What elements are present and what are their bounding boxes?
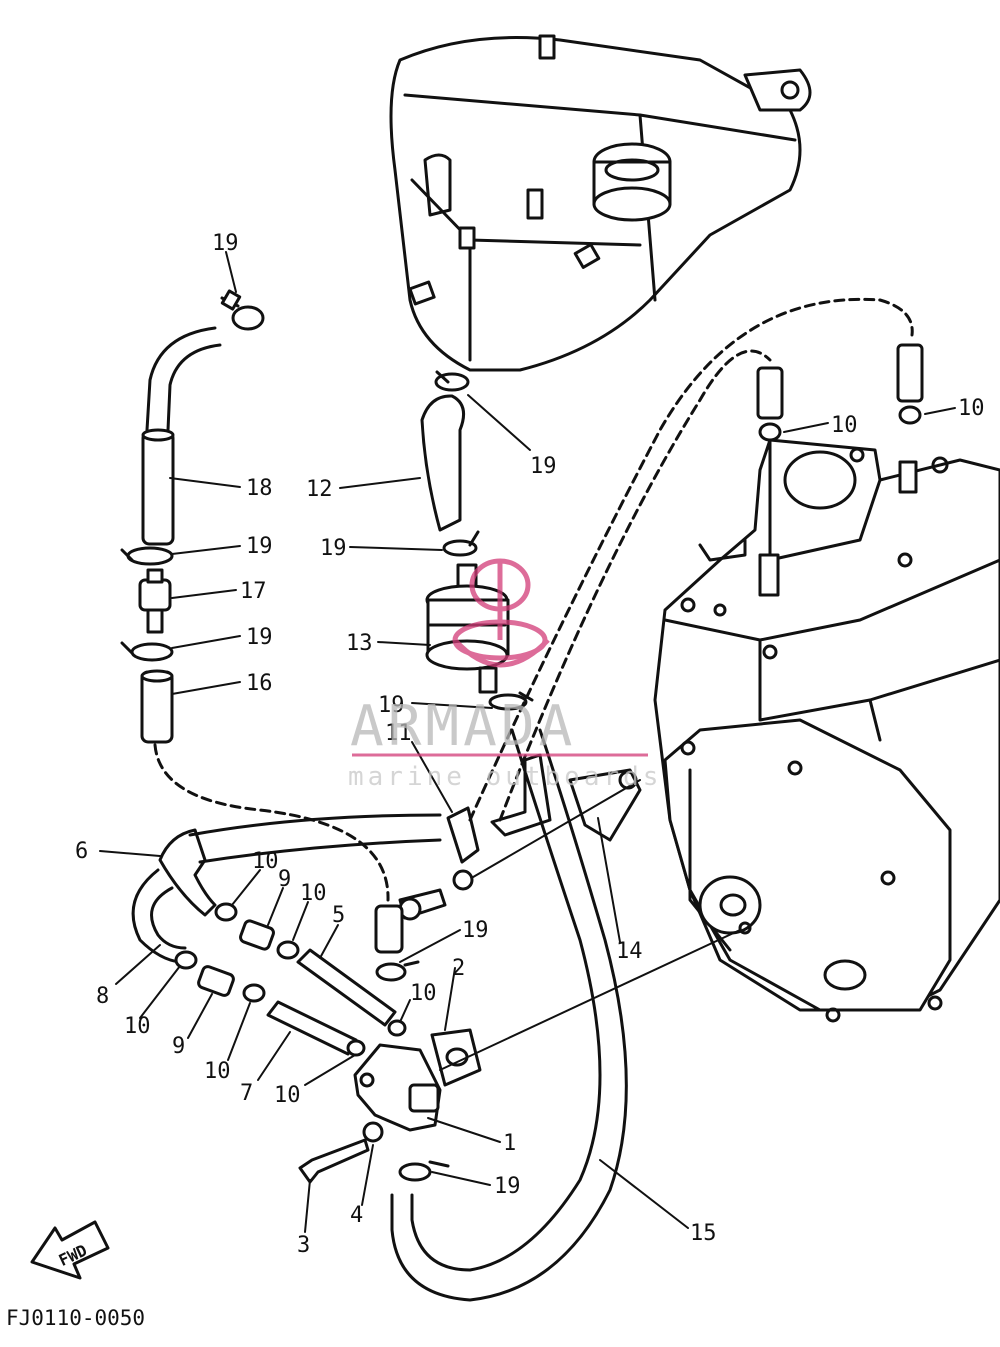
callout-11: 11 xyxy=(385,721,412,746)
fwd-arrow-icon xyxy=(30,1220,110,1280)
hoses-left-group xyxy=(131,813,442,1057)
hose-18 xyxy=(141,326,222,546)
callout-7: 7 xyxy=(240,1081,253,1106)
callout-19: 19 xyxy=(212,231,239,256)
callout-16: 16 xyxy=(246,671,273,696)
callout-19: 19 xyxy=(494,1174,521,1199)
armada-watermark: ARMADA marine outboards xyxy=(348,558,662,792)
callout-10: 10 xyxy=(204,1059,231,1084)
callout-8: 8 xyxy=(96,984,109,1009)
callout-labels: 19 18 19 17 19 16 12 19 19 13 19 11 10 1… xyxy=(75,231,985,1258)
callout-13: 13 xyxy=(346,631,373,656)
callout-19: 19 xyxy=(530,454,557,479)
hose-15 xyxy=(390,297,924,1302)
callout-10: 10 xyxy=(831,413,858,438)
watermark-brand: ARMADA xyxy=(350,694,576,759)
callout-19: 19 xyxy=(462,918,489,943)
callout-19: 19 xyxy=(246,625,273,650)
callout-9: 9 xyxy=(172,1034,185,1059)
leader-lines xyxy=(99,251,956,1233)
callout-5: 5 xyxy=(332,903,345,928)
fuel-cock-1 xyxy=(298,929,741,1184)
callout-2: 2 xyxy=(452,956,465,981)
callout-9: 9 xyxy=(278,867,291,892)
clamp-top-left xyxy=(220,289,265,331)
callout-15: 15 xyxy=(690,1221,717,1246)
fuel-filter-13 xyxy=(425,563,510,694)
callout-18: 18 xyxy=(246,476,273,501)
callout-10: 10 xyxy=(274,1083,301,1108)
callout-12: 12 xyxy=(306,477,333,502)
catalog-code: FJ0110-0050 xyxy=(6,1306,145,1330)
callout-19: 19 xyxy=(378,693,405,718)
callout-4: 4 xyxy=(350,1203,363,1228)
callout-10: 10 xyxy=(410,981,437,1006)
filter-17 xyxy=(120,546,174,662)
callout-19: 19 xyxy=(246,534,273,559)
callout-10: 10 xyxy=(300,881,327,906)
callout-3: 3 xyxy=(297,1233,310,1258)
callout-6: 6 xyxy=(75,839,88,864)
hose-16 xyxy=(140,669,390,902)
hose-12 xyxy=(420,370,480,557)
oil-tank xyxy=(389,34,812,372)
engine-block xyxy=(653,438,1000,1023)
callout-10: 10 xyxy=(958,396,985,421)
callout-14: 14 xyxy=(616,939,643,964)
callout-1: 1 xyxy=(503,1131,516,1156)
watermark-tagline: marine outboards xyxy=(348,762,662,792)
callout-10: 10 xyxy=(124,1014,151,1039)
callout-19: 19 xyxy=(320,536,347,561)
anchor-logo-icon xyxy=(452,558,550,668)
callout-10: 10 xyxy=(252,849,279,874)
callout-17: 17 xyxy=(240,579,267,604)
